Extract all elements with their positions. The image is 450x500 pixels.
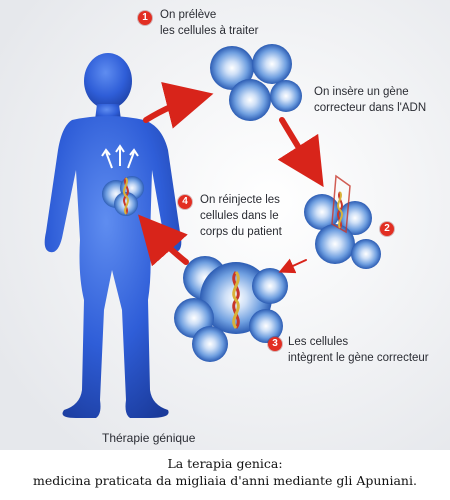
step-3-line-2: intègrent le gène correcteur [288, 352, 429, 364]
arrow-reinject [138, 214, 189, 267]
glow-arrows [101, 144, 139, 169]
cell-cluster-1 [210, 44, 302, 121]
arrow-body-to-cells [143, 81, 214, 129]
step-3-text: Les cellules intègrent le gène correcteu… [288, 334, 429, 366]
step-1-text: On prélève les cellules à traiter [160, 7, 258, 39]
step-4-line-3: corps du patient [200, 226, 282, 238]
step-4-badge: 4 [178, 195, 192, 209]
step-4-line-1: On réinjecte les [200, 194, 280, 206]
insertion-line-2: correcteur dans l'ADN [314, 102, 427, 114]
step-3-line-1: Les cellules [288, 336, 349, 348]
insertion-line-1: On insère un gène [314, 86, 409, 98]
chest-cells [102, 176, 144, 216]
cell-cluster-3 [174, 256, 288, 362]
arrow-cells-to-vector [277, 117, 324, 188]
illustration-canvas [0, 0, 450, 450]
insertion-text: On insère un gène correcteur dans l'ADN [314, 84, 426, 116]
step-1-badge: 1 [138, 11, 152, 25]
human-body [44, 53, 182, 418]
step-4-line-2: cellules dans le [200, 210, 279, 222]
step-1-line-2: les cellules à traiter [160, 25, 259, 37]
step-3-badge: 3 [268, 337, 282, 351]
figure-label: Thérapie génique [102, 431, 196, 445]
process-arrows [138, 81, 324, 274]
cell-cluster-2 [304, 174, 381, 269]
step-2-badge: 2 [380, 222, 394, 236]
caption-line-2: medicina praticata da migliaia d'anni me… [33, 473, 417, 488]
arrow-vector-to-integration [278, 258, 307, 274]
step-4-text: On réinjecte les cellules dans le corps … [200, 192, 282, 240]
caption-line-1: La terapia genica: [167, 456, 283, 471]
gene-therapy-figure: 1 On prélève les cellules à traiter On i… [0, 0, 450, 450]
step-1-line-1: On prélève [160, 9, 217, 21]
caption: La terapia genica: medicina praticata da… [0, 455, 450, 489]
